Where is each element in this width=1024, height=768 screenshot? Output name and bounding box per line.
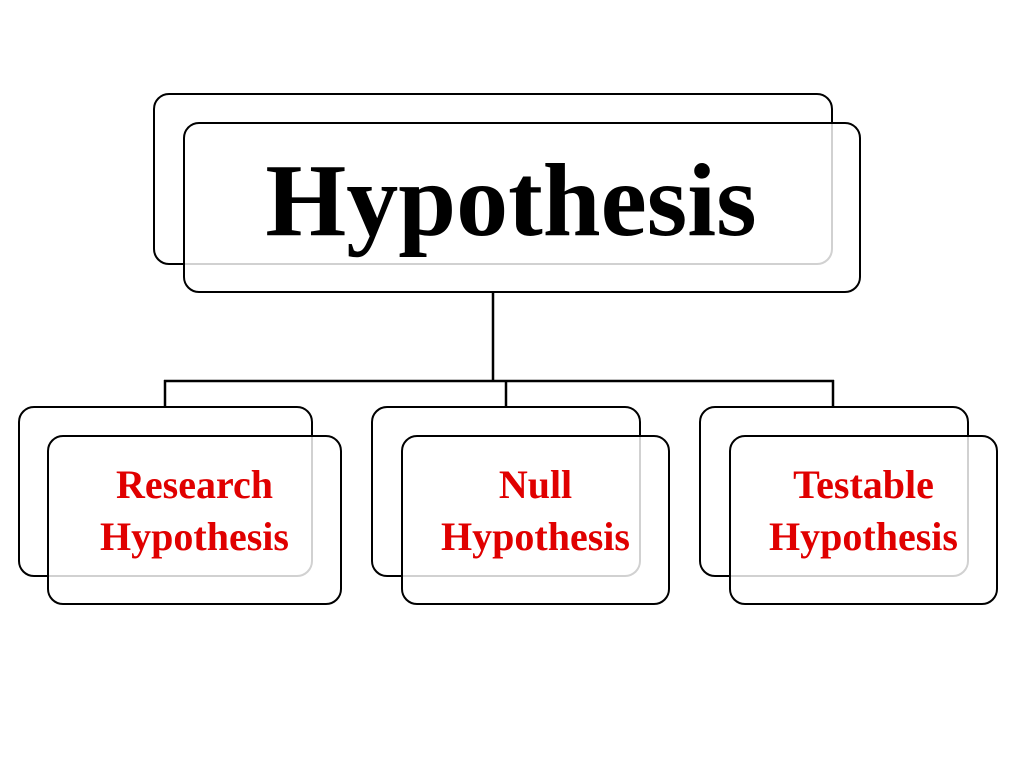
child-node-testable-line2: Hypothesis [769, 514, 958, 559]
child-node-null-label: Null Hypothesis [441, 459, 630, 563]
child-node-null: Null Hypothesis [401, 435, 670, 605]
child-node-research-line2: Hypothesis [100, 514, 289, 559]
child-node-null-line1: Null [498, 462, 573, 507]
child-node-research: Research Hypothesis [47, 435, 342, 605]
child-node-testable: Testable Hypothesis [729, 435, 998, 605]
child-node-research-label: Research Hypothesis [100, 459, 289, 563]
root-node: Hypothesis [183, 122, 861, 293]
root-node-label: Hypothesis [265, 142, 757, 258]
child-node-testable-label: Testable Hypothesis [769, 459, 958, 563]
child-node-research-line1: Research [116, 462, 273, 507]
child-node-null-line2: Hypothesis [441, 514, 630, 559]
child-node-testable-line1: Testable [793, 462, 934, 507]
